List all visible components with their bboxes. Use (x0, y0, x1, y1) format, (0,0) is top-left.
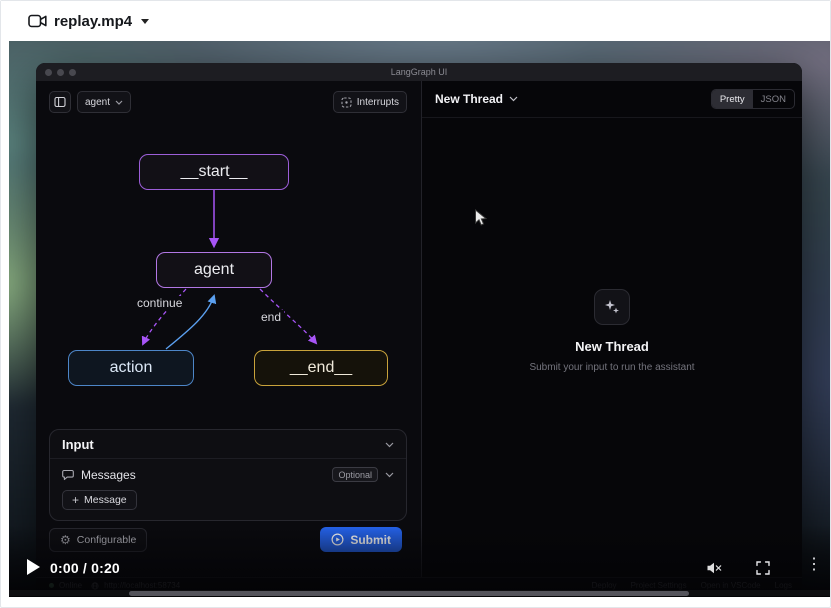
message-bubble-icon (62, 469, 74, 481)
fullscreen-button[interactable] (756, 561, 770, 580)
player-controls: 0:00 / 0:20 ⋮ (9, 525, 830, 597)
graph-select-value: agent (85, 96, 111, 108)
graph-panel: agent Interrupts (36, 81, 421, 577)
messages-label: Messages (81, 467, 136, 482)
chevron-down-icon (385, 472, 394, 477)
edge-agent-to-end (259, 288, 318, 345)
chevron-down-icon (141, 18, 150, 24)
graph-node-end[interactable]: __end__ (254, 350, 388, 386)
video-filename: replay.mp4 (54, 12, 133, 30)
add-message-label: Message (84, 494, 127, 506)
optional-badge: Optional (332, 467, 378, 482)
time-display: 0:00 / 0:20 (50, 560, 120, 576)
video-player[interactable]: LangGraph UI agent (9, 41, 830, 597)
video-file-menu[interactable]: replay.mp4 (28, 12, 150, 30)
input-panel: Input Messages Optional (49, 429, 407, 521)
plus-icon: + (72, 493, 80, 507)
add-message-button[interactable]: + Message (62, 490, 137, 510)
mouse-cursor (474, 208, 488, 232)
graph-node-agent[interactable]: agent (156, 252, 272, 288)
video-camera-icon (28, 14, 47, 28)
node-label: agent (193, 261, 235, 278)
window-controls (45, 68, 76, 76)
sidebar-toggle-button[interactable] (49, 91, 71, 113)
graph-select-dropdown[interactable]: agent (77, 91, 132, 113)
window-title: LangGraph UI (390, 67, 448, 77)
empty-thread-subtitle: Submit your input to run the assistant (529, 362, 695, 373)
edge-label-end: end (258, 310, 285, 324)
interrupts-label: Interrupts (356, 96, 399, 108)
close-button[interactable] (45, 68, 52, 76)
graph-node-action[interactable]: action (68, 350, 194, 386)
page-header: replay.mp4 (1, 1, 830, 41)
input-panel-title: Input (62, 437, 94, 452)
horizontal-scrollbar[interactable] (9, 590, 830, 596)
messages-section-row[interactable]: Messages Optional (50, 459, 406, 487)
edge-label-continue: continue (134, 296, 186, 310)
chevron-down-icon (509, 96, 518, 102)
node-label: __end__ (289, 359, 353, 376)
edge-agent-to-action (141, 288, 187, 346)
sparkles-icon (594, 289, 630, 325)
minimize-button[interactable] (57, 68, 64, 76)
window-main: agent Interrupts (36, 81, 802, 577)
volume-muted-icon[interactable] (706, 561, 722, 580)
sidebar-panel-icon (54, 96, 66, 108)
edge-action-to-agent (165, 294, 217, 350)
graph-node-start[interactable]: __start__ (139, 154, 289, 190)
langgraph-window: LangGraph UI agent (36, 63, 802, 593)
graph-edges (141, 190, 318, 350)
interrupts-icon (341, 96, 352, 108)
thread-select-value: New Thread (435, 92, 504, 106)
thread-panel-header: New Thread Pretty JSON (422, 81, 802, 118)
chevron-down-icon (115, 100, 123, 105)
more-options-button[interactable]: ⋮ (806, 556, 822, 573)
play-button[interactable] (27, 559, 40, 580)
node-label: action (109, 359, 153, 376)
empty-thread-title: New Thread (575, 339, 649, 354)
view-json-button[interactable]: JSON (760, 93, 786, 105)
maximize-button[interactable] (69, 68, 76, 76)
interrupts-button[interactable]: Interrupts (332, 91, 407, 113)
scrollbar-thumb[interactable] (129, 590, 689, 596)
chevron-down-icon (385, 442, 394, 447)
view-pretty-button[interactable]: Pretty (711, 90, 753, 108)
thread-panel: New Thread Pretty JSON (421, 81, 802, 577)
input-panel-header[interactable]: Input (50, 430, 406, 459)
empty-thread-state: New Thread Submit your input to run the … (422, 289, 802, 373)
view-mode-toggle: Pretty JSON (710, 89, 795, 109)
thread-select-dropdown[interactable]: New Thread (430, 90, 523, 108)
node-label: __start__ (180, 163, 248, 180)
window-titlebar: LangGraph UI (36, 63, 802, 81)
